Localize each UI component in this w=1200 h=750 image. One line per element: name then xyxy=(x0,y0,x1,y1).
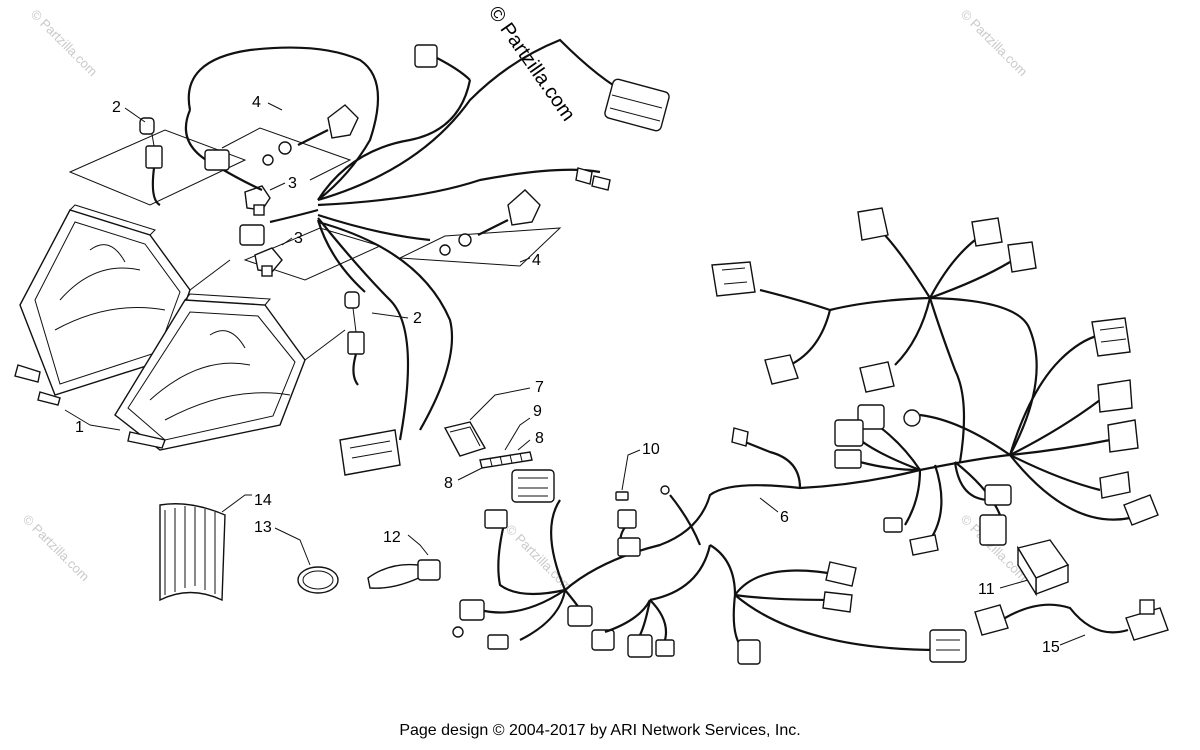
callout-7: 7 xyxy=(535,379,544,396)
callout-3-lower: 3 xyxy=(294,230,303,247)
callout-3-upper: 3 xyxy=(288,175,297,192)
callout-8-left: 8 xyxy=(444,475,453,492)
watermark-main: © Partzilla.com xyxy=(484,2,579,125)
callout-15: 15 xyxy=(1042,639,1060,656)
watermark-center: © Partzilla.com xyxy=(503,522,576,595)
leader-1 xyxy=(64,409,121,431)
adjuster-upper xyxy=(262,104,359,166)
copyright-footer: Page design © 2004-2017 by ARI Network S… xyxy=(399,722,801,739)
jumper-harness xyxy=(974,599,1169,641)
callout-4-lower: 4 xyxy=(532,252,541,269)
callout-2-lower: 2 xyxy=(413,310,422,327)
terminals xyxy=(479,451,533,469)
wire-sleeve xyxy=(159,503,226,602)
relay xyxy=(1016,539,1070,597)
adjuster-lower xyxy=(439,189,541,256)
callout-11: 11 xyxy=(978,581,995,598)
cable-tie xyxy=(367,559,441,589)
callout-10: 10 xyxy=(642,441,660,458)
callout-9: 9 xyxy=(533,403,542,420)
hose-clamp xyxy=(297,566,339,594)
socket-lower xyxy=(344,291,365,386)
callout-12: 12 xyxy=(383,529,401,546)
sub-harness xyxy=(711,207,1038,456)
callout-14: 14 xyxy=(254,492,272,509)
leader-6 xyxy=(759,497,779,513)
watermark-top-left: © Partzilla.com xyxy=(28,7,101,80)
bulb-upper xyxy=(244,185,271,216)
main-harness xyxy=(452,297,1159,665)
headlight-left xyxy=(14,204,231,406)
headlight-right xyxy=(114,293,346,451)
callout-2-upper: 2 xyxy=(112,99,121,116)
callout-8-right: 8 xyxy=(535,430,544,447)
bracket-lines-4b xyxy=(398,227,562,267)
bracket-lines-4a xyxy=(221,127,352,181)
callout-6: 6 xyxy=(780,509,789,526)
watermark-top-right: © Partzilla.com xyxy=(958,7,1031,80)
callout-4-upper: 4 xyxy=(252,94,261,111)
headlight-harness xyxy=(184,38,670,476)
socket-upper xyxy=(139,117,163,206)
bracket-lines-upper xyxy=(68,129,247,206)
callout-1: 1 xyxy=(75,419,84,436)
watermark-bottom-left: © Partzilla.com xyxy=(20,512,93,585)
callout-13: 13 xyxy=(254,519,272,536)
fuse xyxy=(615,491,629,501)
bulb-lower xyxy=(254,247,283,277)
fuse-cover xyxy=(443,421,487,457)
